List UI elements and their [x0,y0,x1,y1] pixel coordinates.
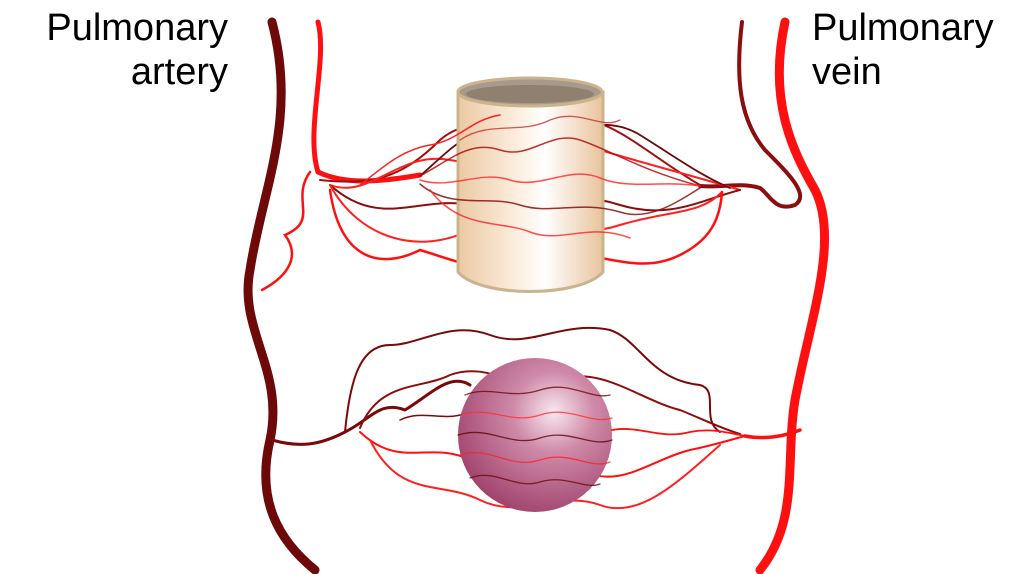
sphere-alveolus-icon [458,358,612,512]
tube-alveolus-icon [458,78,603,292]
pulmonary-vein-vessel [700,22,825,570]
pulmonary-artery-vessel [248,22,420,570]
